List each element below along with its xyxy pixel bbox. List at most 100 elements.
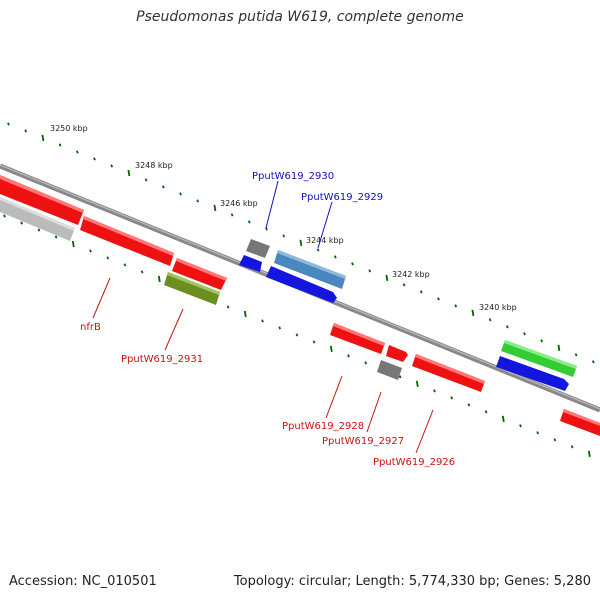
gene-blue-long[interactable]	[266, 266, 337, 303]
scale-tick	[265, 227, 268, 231]
gene-left-upper-red-shade	[0, 175, 84, 213]
scale-tick	[295, 333, 299, 337]
scale-tick	[454, 304, 458, 308]
scale-tick	[24, 129, 28, 133]
scale-tick	[587, 450, 591, 457]
connector-2930	[265, 180, 279, 229]
genome-summary-text: Topology: circular; Length: 5,774,330 bp…	[233, 574, 591, 589]
scale-tick	[41, 134, 45, 142]
scale-tick	[484, 410, 488, 414]
tick-3248: 3248 kbp	[135, 161, 173, 170]
gene-left-gray-shade	[0, 197, 75, 231]
scale-tick	[329, 345, 333, 353]
scale-tick	[333, 255, 337, 259]
tick-3250: 3250 kbp	[50, 124, 88, 133]
scale-tick	[93, 157, 96, 161]
scale-tick	[467, 403, 471, 407]
scale-tick	[106, 256, 110, 260]
scale-tick	[3, 214, 6, 218]
scale-tick	[519, 424, 522, 428]
connector-2931	[164, 308, 184, 351]
gene-label-2928[interactable]: PputW619_2928	[282, 421, 364, 432]
accession-text: Accession: NC_010501	[9, 574, 157, 589]
scale-tick	[278, 326, 282, 330]
scale-tick	[7, 122, 10, 126]
scale-tick	[450, 396, 454, 400]
gene-steel-2929[interactable]	[274, 250, 346, 289]
gene-label-nfrB[interactable]: nfrB	[80, 322, 101, 333]
gene-green-shade	[504, 340, 577, 369]
scale-tick	[161, 185, 165, 189]
tick-3240: 3240 kbp	[479, 303, 517, 312]
scale-tick	[261, 319, 264, 323]
scale-tick	[415, 380, 419, 388]
gene-label-2931[interactable]: PputW619_2931	[121, 354, 203, 365]
scale-tick	[54, 235, 58, 239]
scale-tick	[230, 213, 234, 217]
gene-red-far-right[interactable]	[560, 409, 600, 436]
scale-tick	[536, 431, 540, 435]
scale-tick	[196, 199, 200, 203]
connector-2927	[366, 391, 382, 433]
scale-tick	[71, 240, 75, 248]
gene-red-small[interactable]	[386, 345, 408, 362]
scale-tick	[75, 150, 79, 154]
scale-tick	[179, 192, 182, 196]
scale-tick	[402, 283, 406, 287]
gene-red-1[interactable]	[80, 216, 174, 266]
scale-tick	[144, 178, 148, 182]
scale-tick	[243, 310, 247, 318]
scale-tick	[299, 239, 303, 247]
gene-red-2-shade	[176, 258, 227, 281]
scale-tick	[505, 325, 509, 329]
gene-green[interactable]	[501, 340, 577, 377]
scale-tick	[433, 389, 436, 393]
scale-tick	[20, 221, 24, 225]
scale-tick	[557, 344, 561, 351]
scale-tick	[398, 375, 402, 379]
gene-label-2930[interactable]: PputW619_2930	[252, 171, 334, 182]
gene-label-2927[interactable]: PputW619_2927	[322, 436, 404, 447]
scale-tick	[347, 354, 350, 358]
tick-3242: 3242 kbp	[392, 270, 430, 279]
scale-tick	[37, 228, 41, 232]
scale-ticks-upper	[7, 122, 595, 364]
gene-gray-2930[interactable]	[246, 239, 270, 258]
scale-tick	[351, 262, 354, 266]
gene-gray-2927[interactable]	[377, 360, 402, 380]
gene-red-2[interactable]	[172, 258, 227, 290]
scale-tick	[140, 270, 144, 274]
gene-olive[interactable]	[164, 272, 220, 305]
scale-tick	[553, 438, 557, 442]
scale-tick	[58, 143, 62, 147]
gene-red-2926-shade	[415, 354, 485, 384]
scale-tick	[226, 305, 230, 309]
map-title: Pseudomonas putida W619, complete genome	[136, 9, 464, 25]
connector-2926	[415, 409, 434, 454]
scale-tick	[89, 249, 92, 253]
scale-tick	[157, 275, 161, 283]
scale-tick	[419, 290, 423, 294]
gene-label-2929[interactable]: PputW619_2929	[301, 192, 383, 203]
gene-olive-shade	[167, 272, 220, 295]
gene-left-gray[interactable]	[0, 197, 75, 241]
gene-red-2928-shade	[333, 323, 385, 346]
gene-steel-shade	[277, 250, 346, 279]
gene-red-2926[interactable]	[412, 354, 485, 392]
connector-2928	[325, 375, 343, 419]
tick-3246: 3246 kbp	[220, 199, 258, 208]
scale-tick	[282, 234, 286, 238]
scale-tick	[501, 415, 505, 422]
gene-blue-right[interactable]	[496, 356, 569, 391]
scale-tick	[247, 220, 251, 224]
gene-blue-small[interactable]	[239, 255, 262, 272]
gene-label-2926[interactable]: PputW619_2926	[373, 457, 455, 468]
gene-red-2928[interactable]	[330, 323, 385, 354]
tick-3244: 3244 kbp	[306, 236, 344, 245]
scale-tick	[127, 169, 131, 177]
scale-tick	[540, 339, 544, 343]
scale-tick	[316, 248, 320, 252]
scale-tick	[123, 263, 127, 267]
scale-tick	[570, 445, 574, 449]
